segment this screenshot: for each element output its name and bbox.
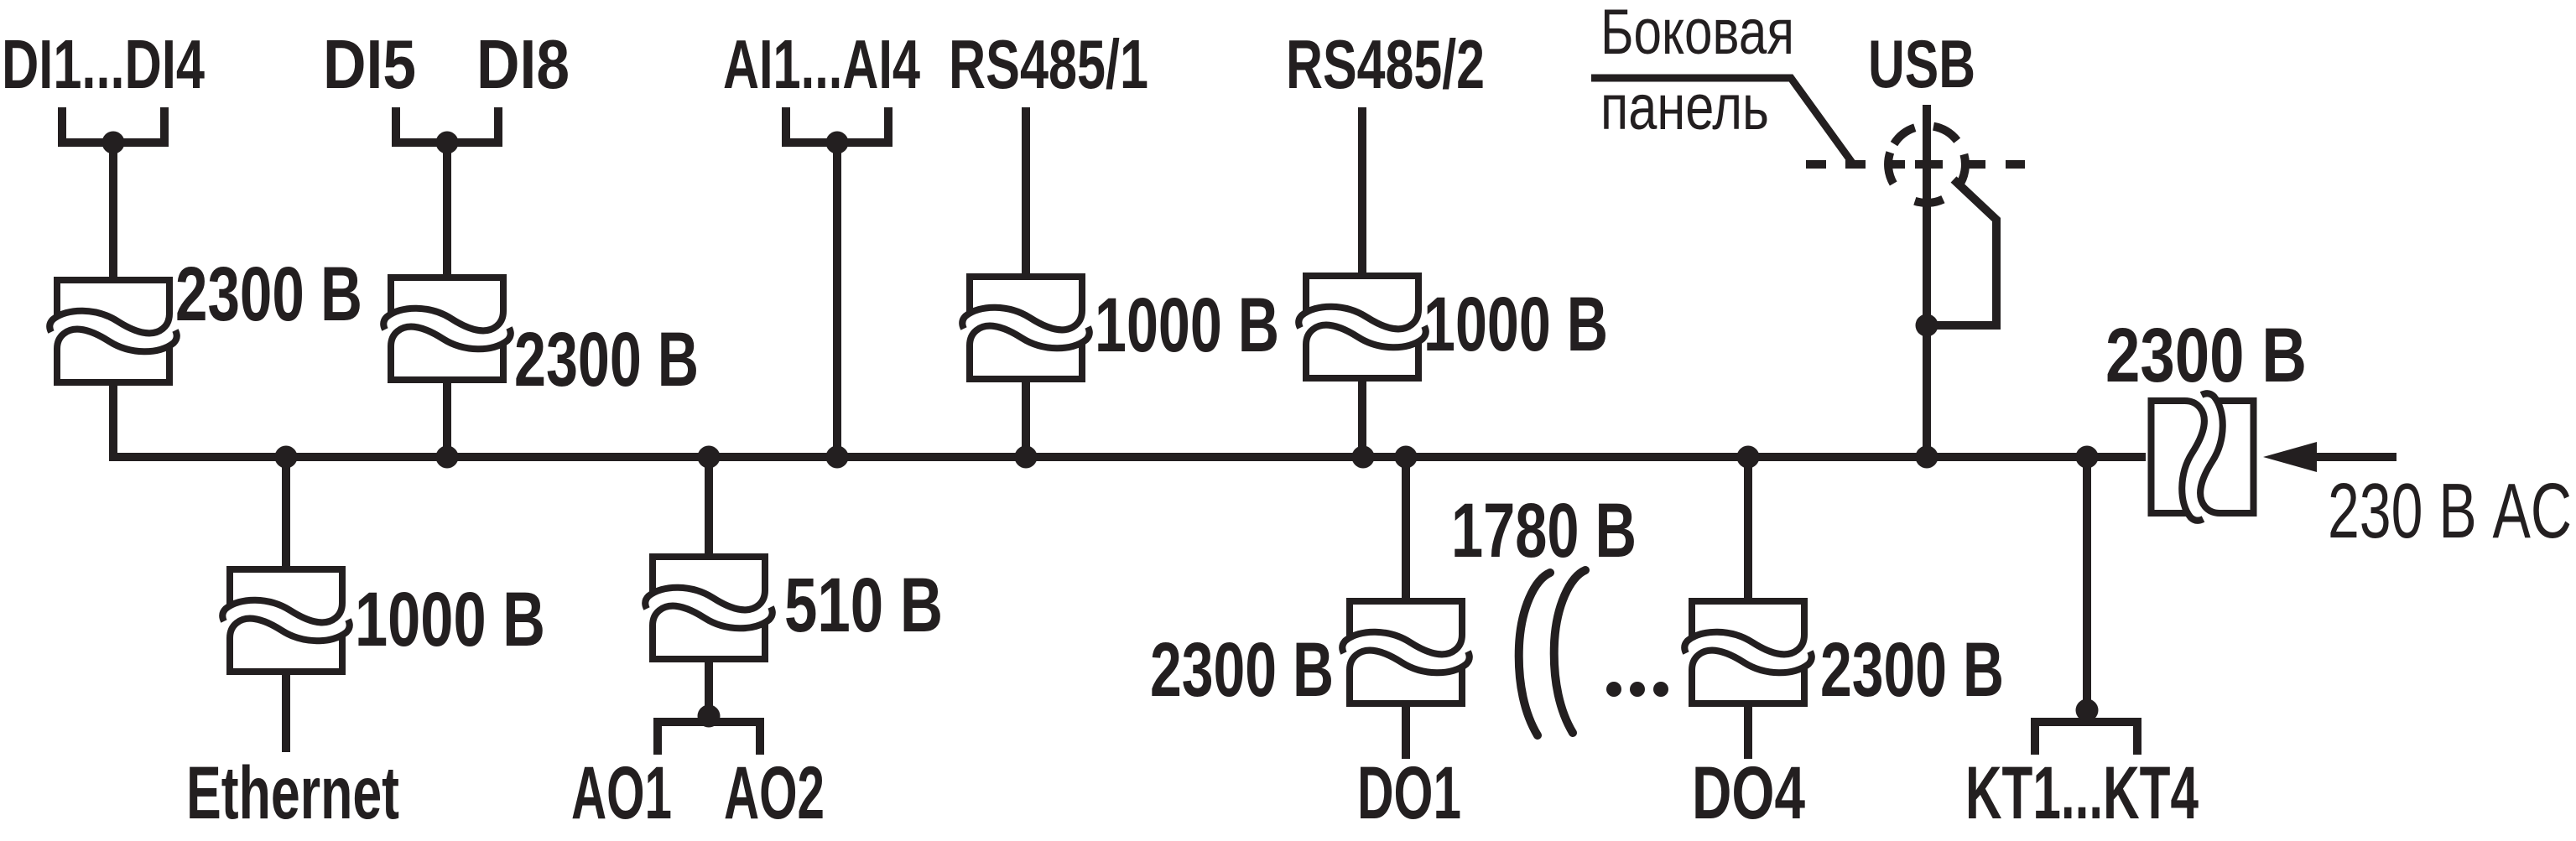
svg-text:AI1...AI4: AI1...AI4 [723,25,920,103]
svg-text:RS485/1: RS485/1 [949,25,1148,103]
svg-text:2300 В: 2300 В [1150,627,1334,713]
svg-text:DI1...DI4: DI1...DI4 [2,25,205,103]
svg-text:Боковая: Боковая [1600,0,1794,68]
svg-text:DI5: DI5 [323,25,416,103]
svg-text:2300 В: 2300 В [175,252,362,337]
svg-text:DO4: DO4 [1692,750,1805,834]
svg-text:DI8: DI8 [476,25,570,103]
svg-text:AO2: AO2 [724,750,825,834]
svg-text:RS485/2: RS485/2 [1286,25,1485,103]
svg-text:2300 В: 2300 В [1820,627,2004,713]
svg-text:панель: панель [1600,72,1769,143]
svg-text:USB: USB [1868,27,1975,102]
svg-text:230 В AC: 230 В AC [2328,467,2572,554]
svg-text:1780 В: 1780 В [1451,488,1637,574]
svg-text:1000 В: 1000 В [355,577,545,662]
svg-text:AO1: AO1 [571,750,672,834]
svg-text:1000 В: 1000 В [1095,283,1279,368]
svg-text:DO1: DO1 [1357,750,1461,834]
svg-text:Ethernet: Ethernet [186,750,399,834]
svg-text:510 В: 510 В [784,563,943,648]
svg-text:KT1...KT4: KT1...KT4 [1965,750,2199,834]
svg-text:1000 В: 1000 В [1423,282,1608,367]
svg-text:2300 В: 2300 В [2105,313,2307,398]
svg-text:2300 В: 2300 В [514,317,699,402]
